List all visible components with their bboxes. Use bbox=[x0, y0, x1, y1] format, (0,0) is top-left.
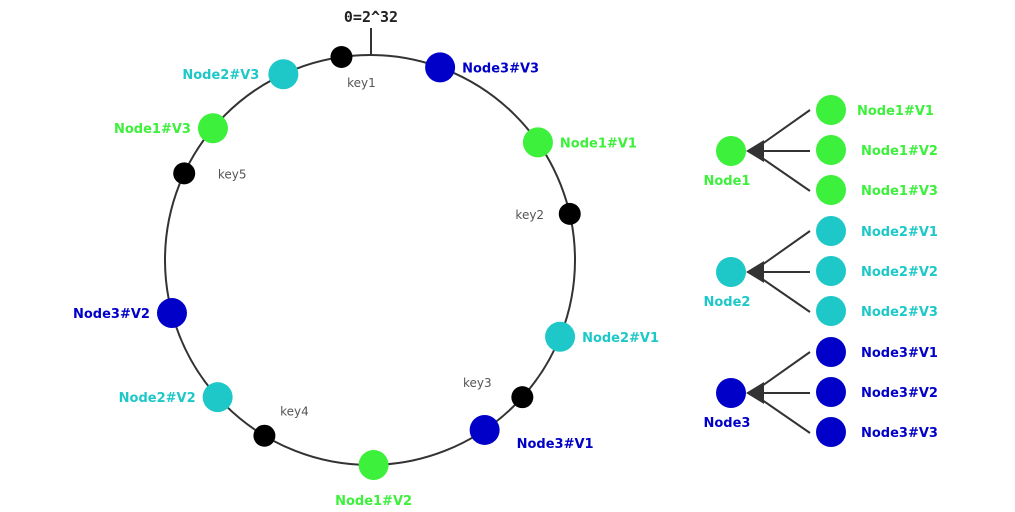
origin-label: 0=2^32 bbox=[344, 8, 398, 26]
ring-virtual-node: Node1#V2 bbox=[335, 449, 412, 509]
virtual-node-dot bbox=[268, 59, 299, 90]
physical-node-label: Node1 bbox=[704, 174, 751, 189]
virtual-node-label: Node3#V2 bbox=[861, 386, 938, 401]
virtual-node-dot bbox=[816, 337, 846, 367]
virtual-node-label: Node3#V1 bbox=[861, 346, 938, 361]
key-dot bbox=[330, 45, 353, 68]
virtual-node-dot bbox=[816, 377, 846, 407]
virtual-node-label: Node1#V1 bbox=[857, 104, 934, 119]
virtual-node-dot bbox=[358, 449, 389, 480]
physical-node-dot bbox=[716, 257, 746, 287]
virtual-node-dot bbox=[197, 113, 228, 144]
physical-node-label: Node3 bbox=[704, 416, 751, 431]
key-label: key1 bbox=[347, 76, 376, 90]
virtual-node-label: Node2#V3 bbox=[182, 68, 259, 83]
key-label: key5 bbox=[218, 167, 247, 181]
ring-key: key2 bbox=[515, 202, 581, 225]
arrow-head-icon bbox=[746, 261, 764, 283]
virtual-node-label: Node2#V2 bbox=[861, 265, 938, 280]
arrow-head-icon bbox=[746, 140, 764, 162]
physical-node-dot bbox=[716, 378, 746, 408]
ring-virtual-node: Node2#V3 bbox=[182, 59, 299, 90]
virtual-node-dot bbox=[816, 296, 846, 326]
virtual-node-label: Node2#V1 bbox=[861, 225, 938, 240]
virtual-node-dot bbox=[816, 417, 846, 447]
ring-virtual-node: Node3#V2 bbox=[73, 298, 187, 329]
virtual-node-dot bbox=[522, 127, 553, 158]
key-label: key2 bbox=[515, 208, 544, 222]
virtual-node-label: Node1#V2 bbox=[335, 494, 412, 509]
virtual-node-label: Node3#V1 bbox=[517, 437, 594, 452]
ring-key: key4 bbox=[253, 405, 309, 447]
virtual-node-dot bbox=[816, 175, 846, 205]
ring-virtual-node: Node1#V3 bbox=[114, 113, 228, 144]
virtual-node-label: Node1#V3 bbox=[114, 122, 191, 137]
key-label: key3 bbox=[463, 376, 492, 390]
ring-virtual-node: Node1#V1 bbox=[522, 127, 637, 158]
virtual-node-dot bbox=[816, 135, 846, 165]
virtual-node-dot bbox=[202, 382, 233, 413]
physical-node-dot bbox=[716, 136, 746, 166]
virtual-node-label: Node1#V3 bbox=[861, 184, 938, 199]
virtual-node-dot bbox=[816, 216, 846, 246]
virtual-node-label: Node3#V2 bbox=[73, 307, 150, 322]
ring-key: key1 bbox=[330, 45, 376, 90]
ring-virtual-node: Node2#V1 bbox=[545, 321, 659, 352]
virtual-node-label: Node2#V2 bbox=[119, 391, 196, 406]
key-dot bbox=[558, 202, 581, 225]
virtual-node-label: Node3#V3 bbox=[462, 61, 539, 76]
key-dot bbox=[173, 162, 196, 185]
virtual-node-dot bbox=[425, 52, 456, 83]
ring-virtual-node: Node3#V1 bbox=[469, 414, 594, 452]
virtual-node-label: Node1#V2 bbox=[861, 144, 938, 159]
ring-key: key5 bbox=[173, 162, 247, 185]
virtual-node-dot bbox=[156, 298, 187, 329]
virtual-node-dot bbox=[816, 95, 846, 125]
virtual-node-dot bbox=[816, 256, 846, 286]
ring-key: key3 bbox=[463, 376, 534, 409]
physical-node-label: Node2 bbox=[704, 295, 751, 310]
virtual-node-label: Node2#V3 bbox=[861, 305, 938, 320]
key-dot bbox=[511, 386, 534, 409]
ring-virtual-node: Node2#V2 bbox=[119, 382, 233, 413]
key-dot bbox=[253, 424, 276, 447]
virtual-node-label: Node2#V1 bbox=[582, 331, 659, 346]
virtual-node-label: Node1#V1 bbox=[560, 136, 637, 151]
key-label: key4 bbox=[280, 405, 309, 419]
virtual-node-dot bbox=[545, 321, 576, 352]
virtual-node-dot bbox=[469, 414, 500, 445]
ring-virtual-node: Node3#V3 bbox=[425, 52, 539, 83]
arrow-head-icon bbox=[746, 382, 764, 404]
virtual-node-label: Node3#V3 bbox=[861, 426, 938, 441]
